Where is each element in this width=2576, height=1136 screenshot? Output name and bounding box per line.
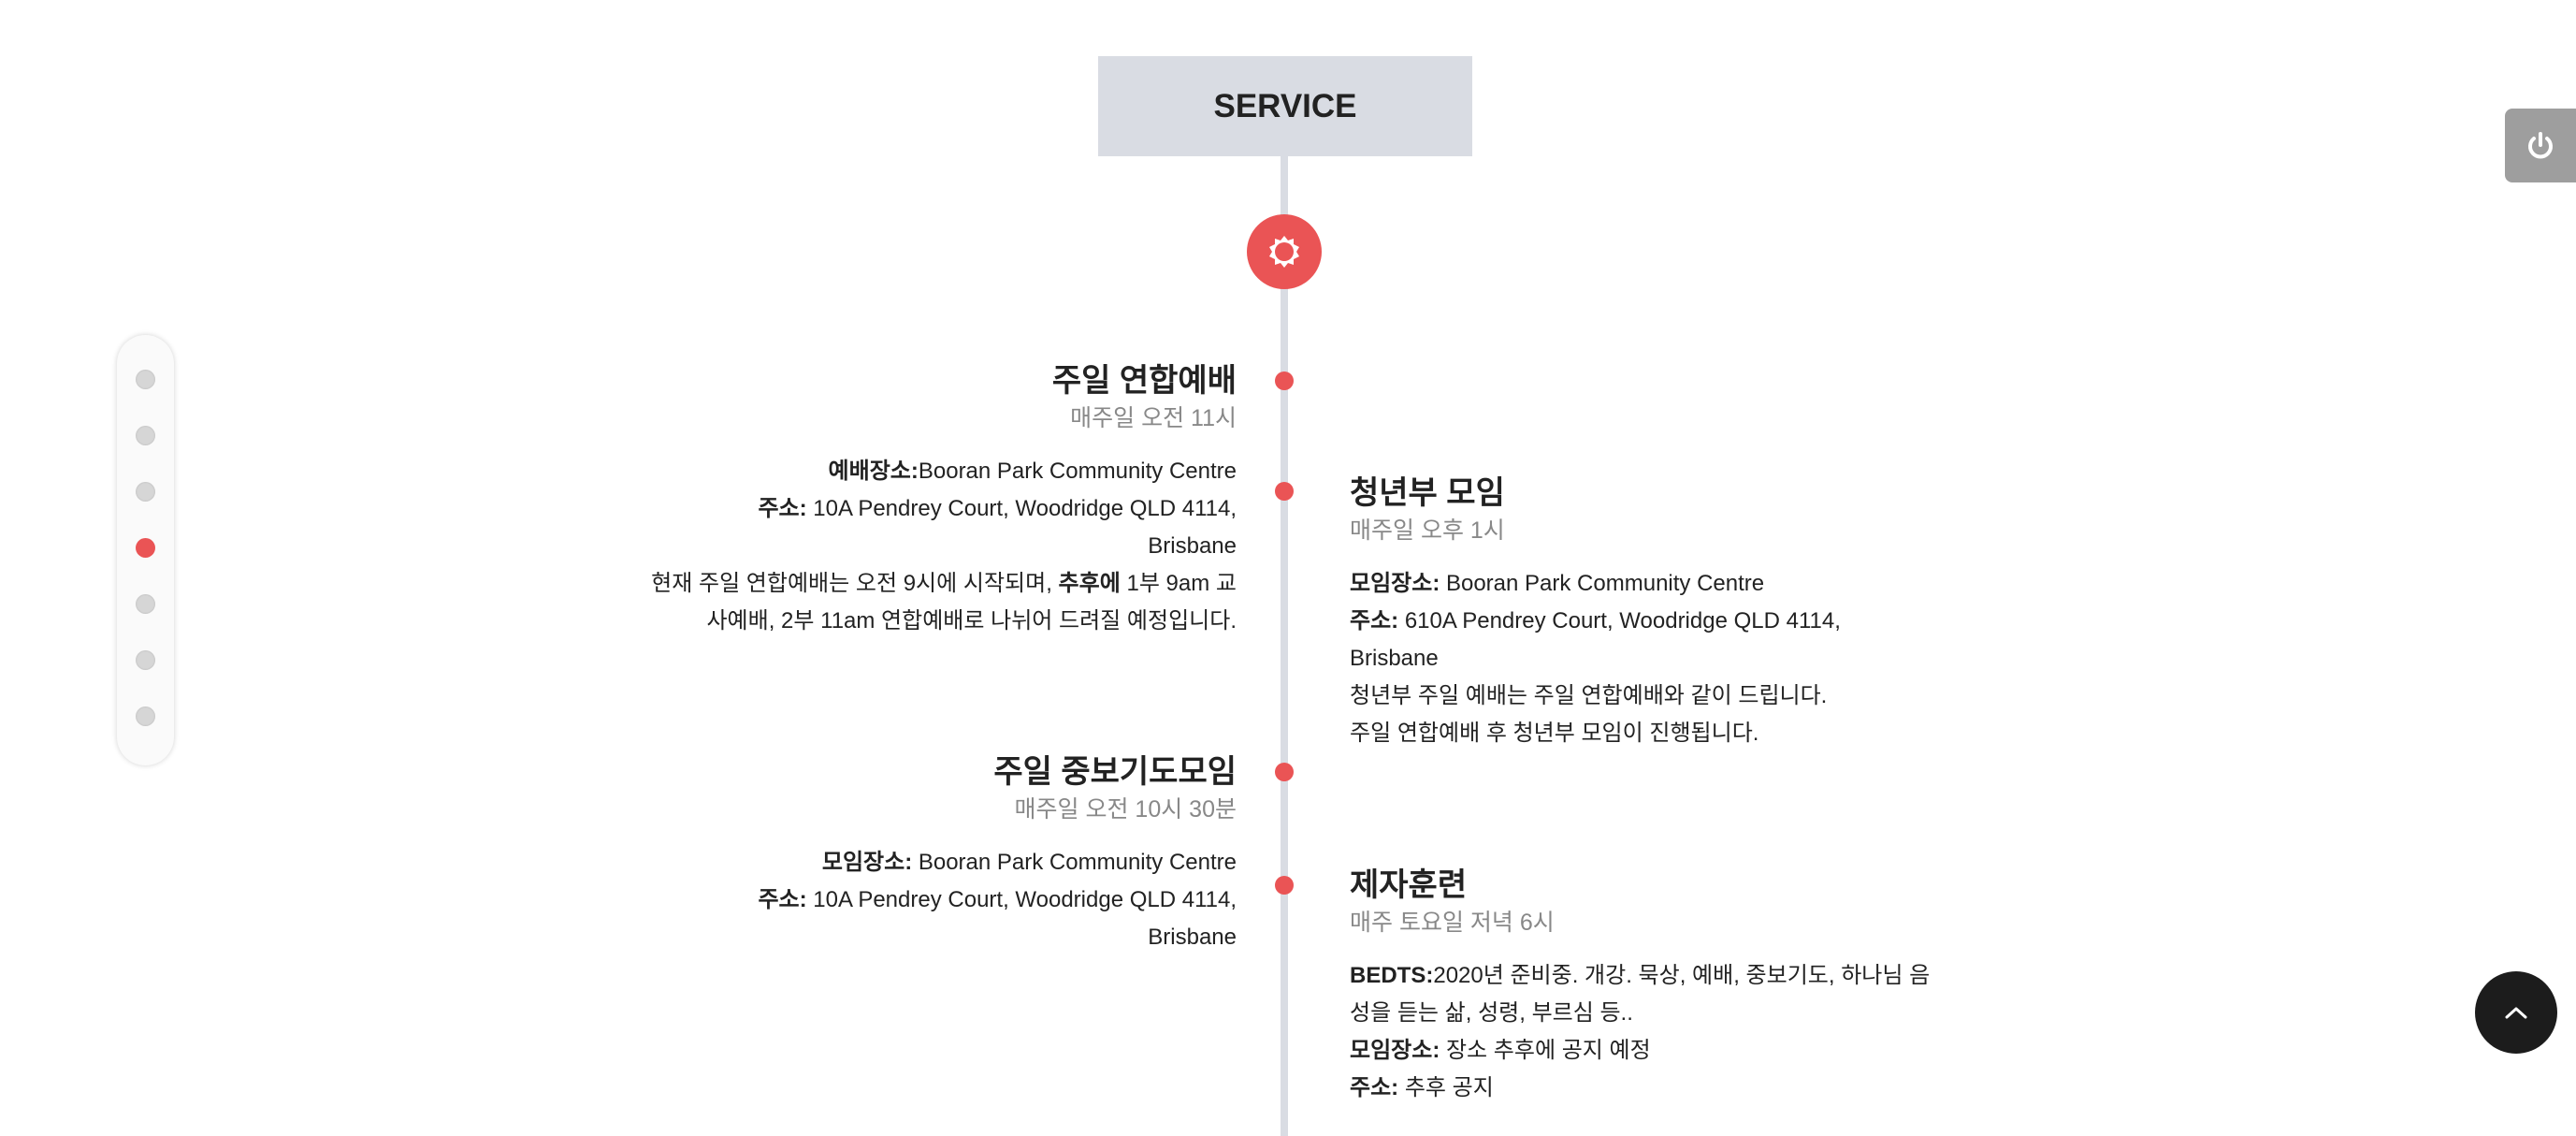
address-text: 610A Pendrey Court, Woodridge QLD 4114, … bbox=[1350, 608, 1841, 671]
venue-label: 모임장소: bbox=[821, 850, 913, 875]
power-icon bbox=[2528, 131, 2553, 158]
timeline-dot bbox=[1275, 876, 1294, 895]
note-bold: 추후에 bbox=[1058, 571, 1121, 596]
venue-text: Booran Park Community Centre bbox=[918, 459, 1237, 484]
timeline-item-sunday-service: 주일 연합예배 매주일 오전 11시 예배장소:Booran Park Comm… bbox=[638, 359, 1237, 640]
power-button[interactable] bbox=[2505, 109, 2576, 182]
nav-dot-4-active[interactable] bbox=[136, 538, 155, 558]
timeline-line bbox=[1281, 156, 1288, 1136]
venue-label: 모임장소: bbox=[1350, 571, 1440, 596]
venue-label: 모임장소: bbox=[1350, 1038, 1440, 1063]
address-label: 주소: bbox=[758, 496, 807, 521]
venue-text: Booran Park Community Centre bbox=[1440, 571, 1765, 596]
timeline-dot bbox=[1275, 763, 1294, 781]
address-text: 10A Pendrey Court, Woodridge QLD 4114, B… bbox=[806, 887, 1237, 950]
chevron-up-icon bbox=[2505, 1007, 2527, 1019]
nav-dot-2[interactable] bbox=[136, 426, 155, 445]
address-text: 추후 공지 bbox=[1398, 1075, 1494, 1100]
gear-icon bbox=[1247, 214, 1322, 289]
note-text-2: 주일 연합예배 후 청년부 모임이 진행됩니다. bbox=[1350, 721, 1759, 746]
venue-text: 장소 추후에 공지 예정 bbox=[1440, 1038, 1651, 1063]
timeline-item-youth: 청년부 모임 매주일 오후 1시 모임장소: Booran Park Commu… bbox=[1350, 472, 1930, 752]
item-time: 매주일 오전 10시 30분 bbox=[1014, 796, 1237, 823]
nav-dot-1[interactable] bbox=[136, 370, 155, 389]
item-time: 매주일 오후 1시 bbox=[1350, 517, 1505, 544]
item-title: 주일 연합예배 bbox=[1051, 363, 1237, 399]
item-time: 매주 토요일 저녁 6시 bbox=[1350, 910, 1555, 936]
note-text-2: 1부 9am 교사예배, 2부 11am 연합예배로 나뉘어 드려질 예정입니다… bbox=[706, 571, 1237, 634]
item-title: 주일 중보기도모임 bbox=[993, 754, 1237, 790]
venue-text: Booran Park Community Centre bbox=[912, 850, 1237, 875]
item-title: 청년부 모임 bbox=[1350, 475, 1505, 511]
item-time: 매주일 오전 11시 bbox=[1070, 405, 1237, 431]
nav-dot-5[interactable] bbox=[136, 594, 155, 614]
timeline-dot bbox=[1275, 371, 1294, 390]
note-text: 현재 주일 연합예배는 오전 9시에 시작되며, bbox=[651, 571, 1059, 596]
address-label: 주소: bbox=[1350, 608, 1399, 634]
item-body: 모임장소: Booran Park Community Centre 주소: 6… bbox=[1350, 565, 1930, 752]
address-text: 10A Pendrey Court, Woodridge QLD 4114, B… bbox=[806, 496, 1237, 559]
timeline-item-discipleship: 제자훈련 매주 토요일 저녁 6시 BEDTS:2020년 준비중. 개강. 묵… bbox=[1350, 864, 1939, 1107]
item-body: BEDTS:2020년 준비중. 개강. 묵상, 예배, 중보기도, 하나님 음… bbox=[1350, 957, 1939, 1107]
item-body: 예배장소:Booran Park Community Centre 주소: 10… bbox=[638, 453, 1237, 640]
nav-dot-6[interactable] bbox=[136, 650, 155, 670]
nav-dot-7[interactable] bbox=[136, 706, 155, 726]
item-title: 제자훈련 bbox=[1350, 867, 1468, 903]
bedts-label: BEDTS: bbox=[1350, 963, 1434, 988]
section-title: SERVICE bbox=[1098, 56, 1472, 156]
item-body: 모임장소: Booran Park Community Centre 주소: 1… bbox=[638, 844, 1237, 956]
bedts-text: 2020년 준비중. 개강. 묵상, 예배, 중보기도, 하나님 음성을 듣는 … bbox=[1350, 963, 1931, 1026]
address-label: 주소: bbox=[758, 887, 807, 912]
address-label: 주소: bbox=[1350, 1075, 1399, 1100]
venue-label: 예배장소: bbox=[828, 459, 919, 484]
nav-dot-3[interactable] bbox=[136, 482, 155, 502]
scroll-top-button[interactable] bbox=[2475, 971, 2557, 1054]
timeline-item-prayer: 주일 중보기도모임 매주일 오전 10시 30분 모임장소: Booran Pa… bbox=[638, 750, 1237, 956]
section-nav bbox=[117, 335, 174, 765]
timeline-dot bbox=[1275, 482, 1294, 501]
note-text: 청년부 주일 예배는 주일 연합예배와 같이 드립니다. bbox=[1350, 683, 1828, 708]
